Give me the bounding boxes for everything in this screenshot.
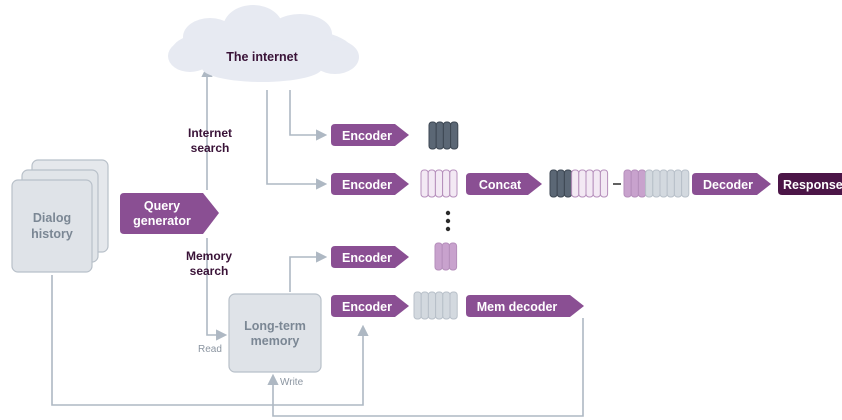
token-stack-icon [630, 169, 639, 198]
vertical-ellipsis-icon [445, 210, 451, 232]
token-stack-icon [681, 169, 690, 198]
token-stack-icon [441, 242, 450, 271]
token-stack-icon [571, 169, 580, 198]
arrow-dialog-to-encoder-4 [51, 275, 369, 406]
token-stack-icon [427, 169, 436, 198]
arrow-query-to-memory [206, 238, 228, 341]
encoder-4-label: Encoder [342, 300, 392, 314]
token-stack-icon [599, 169, 609, 198]
token-stack-icon [434, 242, 443, 271]
token-stack-icon [578, 169, 587, 198]
token-stack-icon [427, 291, 437, 320]
encoder-1-output [428, 121, 459, 150]
query-generator-label-line1: Query [144, 199, 180, 213]
token-stack-icon [623, 169, 632, 198]
token-stack-icon [442, 169, 451, 198]
query-generator-box: Query generator [120, 193, 219, 234]
mem-decoder-label: Mem decoder [477, 300, 558, 314]
cloud-icon [168, 5, 359, 82]
token-stack-icon [585, 169, 594, 198]
concat-output-b [623, 169, 690, 198]
encoder-1-label: Encoder [342, 129, 392, 143]
token-stack-icon [637, 169, 647, 198]
dialog-history-label-line2: history [31, 227, 73, 241]
arrow-memory-to-encoder-3 [289, 251, 328, 292]
memory-search-label-line1: Memory [186, 249, 232, 263]
write-label: Write [280, 377, 304, 388]
token-stack-icon [420, 169, 429, 198]
long-term-memory-label-line2: memory [251, 334, 300, 348]
token-stack-icon [592, 169, 601, 198]
token-stack-icon [442, 291, 451, 320]
memory-search-label-line2: search [190, 264, 229, 278]
encoder-3-label: Encoder [342, 251, 392, 265]
token-stack-icon [556, 169, 565, 198]
long-term-memory-label-line1: Long-term [244, 319, 306, 333]
token-stack-icon [449, 291, 458, 320]
concat-output-a [549, 169, 609, 198]
token-stack-icon [449, 169, 458, 198]
response-label: Response [783, 178, 842, 192]
encoder-2-label: Encoder [342, 178, 392, 192]
token-stack-icon [434, 169, 444, 198]
token-stack-icon [563, 169, 573, 198]
token-stack-icon [645, 169, 654, 198]
internet-label: The internet [226, 50, 298, 64]
response-box: Response [778, 173, 842, 195]
internet-search-label-line1: Internet [188, 126, 232, 140]
token-stack-icon [442, 121, 452, 150]
connectors [51, 65, 584, 417]
token-stack-icon [413, 291, 422, 320]
encoder-4: Encoder [331, 295, 409, 317]
token-stacks [413, 121, 690, 320]
decoder-box: Decoder [692, 173, 771, 195]
token-stack-icon [435, 291, 444, 320]
token-stack-icon [652, 169, 661, 198]
encoder-3-output [434, 242, 458, 271]
token-stack-icon [428, 121, 437, 150]
token-stack-icon [435, 121, 444, 150]
mem-decoder-box: Mem decoder [466, 295, 584, 317]
token-stack-icon [673, 169, 683, 198]
concat-box: Concat [466, 173, 542, 195]
token-stack-icon [659, 169, 668, 198]
concat-label: Concat [479, 178, 522, 192]
arrow-internet-to-encoder-2 [266, 90, 328, 190]
decoder-label: Decoder [703, 178, 753, 192]
encoder-1: Encoder [331, 124, 409, 146]
arrow-memdecoder-to-memory [267, 318, 584, 417]
dialog-history-label-line1: Dialog [33, 211, 71, 225]
token-stack-icon [420, 291, 429, 320]
encoder-3: Encoder [331, 246, 409, 268]
arrow-internet-to-encoder-1 [289, 90, 328, 141]
read-label: Read [198, 344, 222, 355]
dialog-history-stack: Dialog history [11, 159, 109, 273]
internet-search-label-line2: search [191, 141, 230, 155]
token-stack-icon [448, 242, 458, 271]
encoder-2-output [420, 169, 458, 198]
token-stack-icon [666, 169, 675, 198]
token-stack-icon [549, 169, 558, 198]
token-stack-icon [450, 121, 459, 150]
long-term-memory-box: Long-term memory [228, 293, 322, 373]
query-generator-label-line2: generator [133, 214, 191, 228]
encoder-2: Encoder [331, 173, 409, 195]
encoder-4-output [413, 291, 458, 320]
